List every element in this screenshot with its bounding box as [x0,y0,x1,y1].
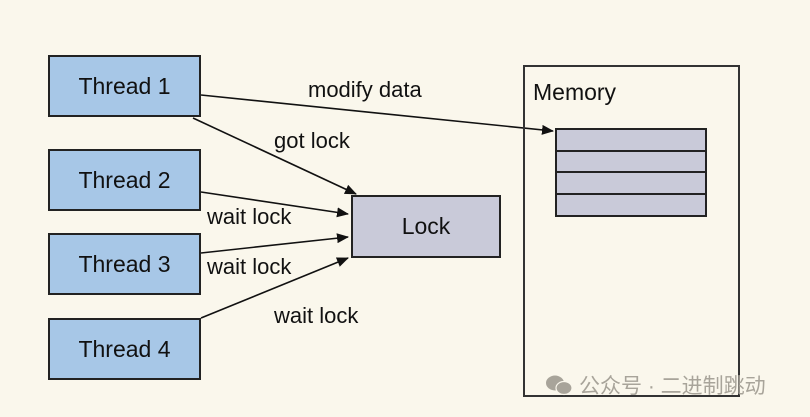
memory-cell [557,173,705,195]
edge-label-wait-lock-3: wait lock [207,254,292,279]
thread-4-box: Thread 4 [48,318,201,380]
memory-box: Memory [523,65,740,397]
arrow-wait-lock-3 [200,233,349,254]
watermark: 公众号 · 二进制跳动 [545,370,766,400]
edge-label-modify-data: modify data [308,77,422,102]
memory-cell [557,152,705,173]
thread-4-label: Thread 4 [78,335,171,362]
memory-cells [555,128,707,217]
watermark-text: 公众号 · 二进制跳动 [579,375,766,398]
thread-1-box: Thread 1 [48,55,201,117]
edge-label-got-lock: got lock [274,128,350,153]
thread-3-box: Thread 3 [48,233,201,295]
arrow-got-lock [192,117,357,195]
edge-label-wait-lock-2: wait lock [207,204,292,229]
wechat-icon [545,374,573,396]
arrow-wait-lock-4 [200,257,349,319]
thread-2-box: Thread 2 [48,149,201,211]
memory-label: Memory [533,79,617,105]
thread-3-label: Thread 3 [78,250,171,277]
lock-label: Lock [401,213,451,239]
memory-cell [557,195,705,217]
edge-label-wait-lock-4: wait lock [274,303,359,328]
arrow-modify-data [200,94,554,135]
thread-2-label: Thread 2 [78,166,171,193]
arrow-wait-lock-2 [200,191,349,218]
lock-box: Lock [351,195,501,258]
memory-cell [557,130,705,152]
thread-1-label: Thread 1 [78,72,171,99]
